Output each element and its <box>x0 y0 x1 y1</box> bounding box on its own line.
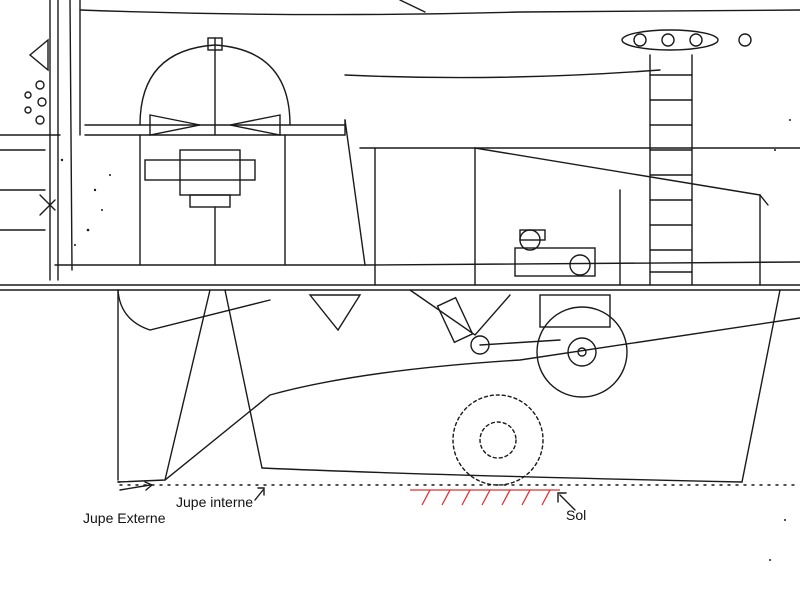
main-deck <box>0 147 800 291</box>
ground-hatching <box>410 489 560 506</box>
upper-hull <box>79 0 800 136</box>
label-jupe-interne: Jupe interne <box>176 494 254 510</box>
label-arrows <box>119 481 576 511</box>
label-sol: Sol <box>566 507 587 523</box>
scan-noise <box>60 119 791 561</box>
left-structure <box>0 0 73 281</box>
ladder <box>649 54 693 286</box>
skirt-system <box>117 289 800 483</box>
landing-gear <box>409 289 628 398</box>
fan-duct <box>344 119 366 266</box>
retracted-wheel-outline <box>452 394 544 486</box>
label-jupe-externe: Jupe Externe <box>83 510 166 526</box>
engine-block <box>514 229 596 277</box>
lift-fan-dome <box>84 37 346 266</box>
plenum-cone <box>308 294 362 332</box>
